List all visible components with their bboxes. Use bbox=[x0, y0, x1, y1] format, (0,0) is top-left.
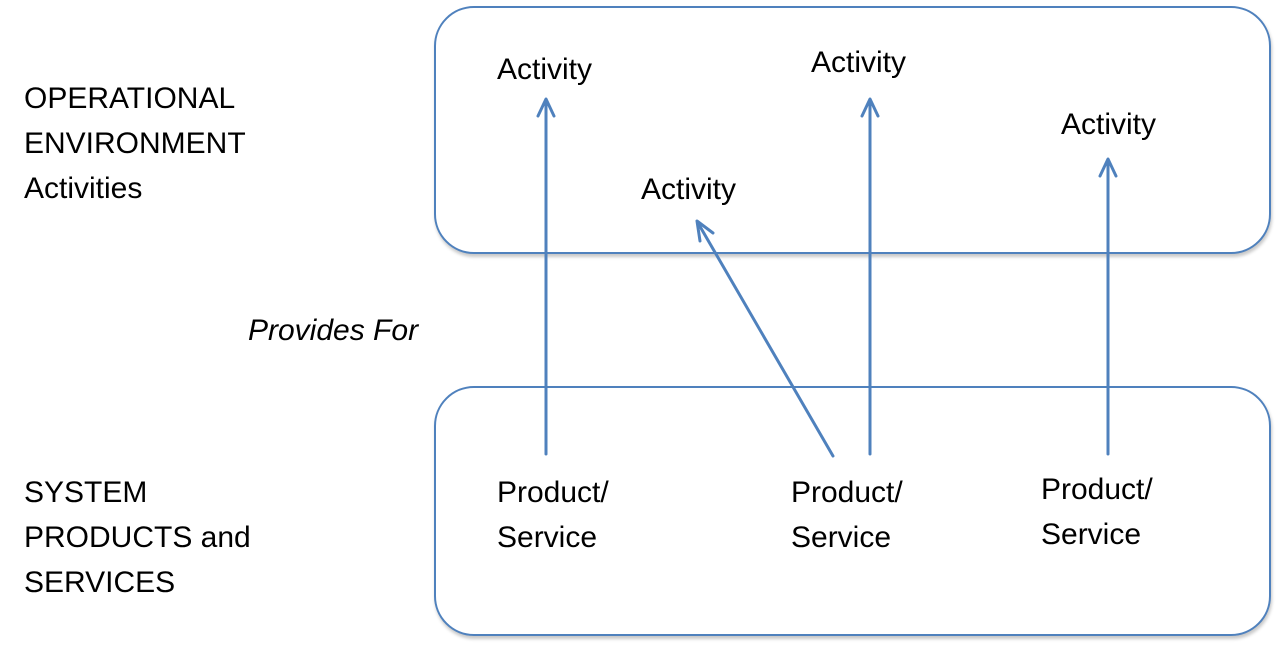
system-products-label: SYSTEM PRODUCTS and SERVICES bbox=[24, 470, 251, 605]
product-line: Product/ bbox=[791, 476, 903, 509]
activity-label: Activity bbox=[811, 46, 907, 79]
provides-for-label: Provides For bbox=[248, 314, 419, 347]
activity-label: Activity bbox=[497, 53, 593, 86]
system-label-line: SYSTEM bbox=[24, 476, 148, 509]
product-service-label: Product/ Service bbox=[1041, 467, 1153, 557]
operational-environment-box bbox=[434, 6, 1271, 254]
activity-label: Activity bbox=[1061, 108, 1157, 141]
service-line: Service bbox=[1041, 518, 1142, 551]
operational-label-line: ENVIRONMENT bbox=[24, 127, 246, 160]
product-service-label: Product/ Service bbox=[497, 470, 609, 560]
operational-label-line: Activities bbox=[24, 172, 143, 205]
product-line: Product/ bbox=[497, 476, 609, 509]
operational-label-line: OPERATIONAL bbox=[24, 82, 236, 115]
activity-label: Activity bbox=[641, 173, 737, 206]
service-line: Service bbox=[791, 521, 892, 554]
system-label-line: PRODUCTS and bbox=[24, 521, 251, 554]
product-line: Product/ bbox=[1041, 473, 1153, 506]
system-label-line: SERVICES bbox=[24, 566, 176, 599]
product-service-label: Product/ Service bbox=[791, 470, 903, 560]
system-products-box bbox=[434, 386, 1271, 636]
service-line: Service bbox=[497, 521, 598, 554]
operational-environment-label: OPERATIONAL ENVIRONMENT Activities bbox=[24, 76, 246, 211]
